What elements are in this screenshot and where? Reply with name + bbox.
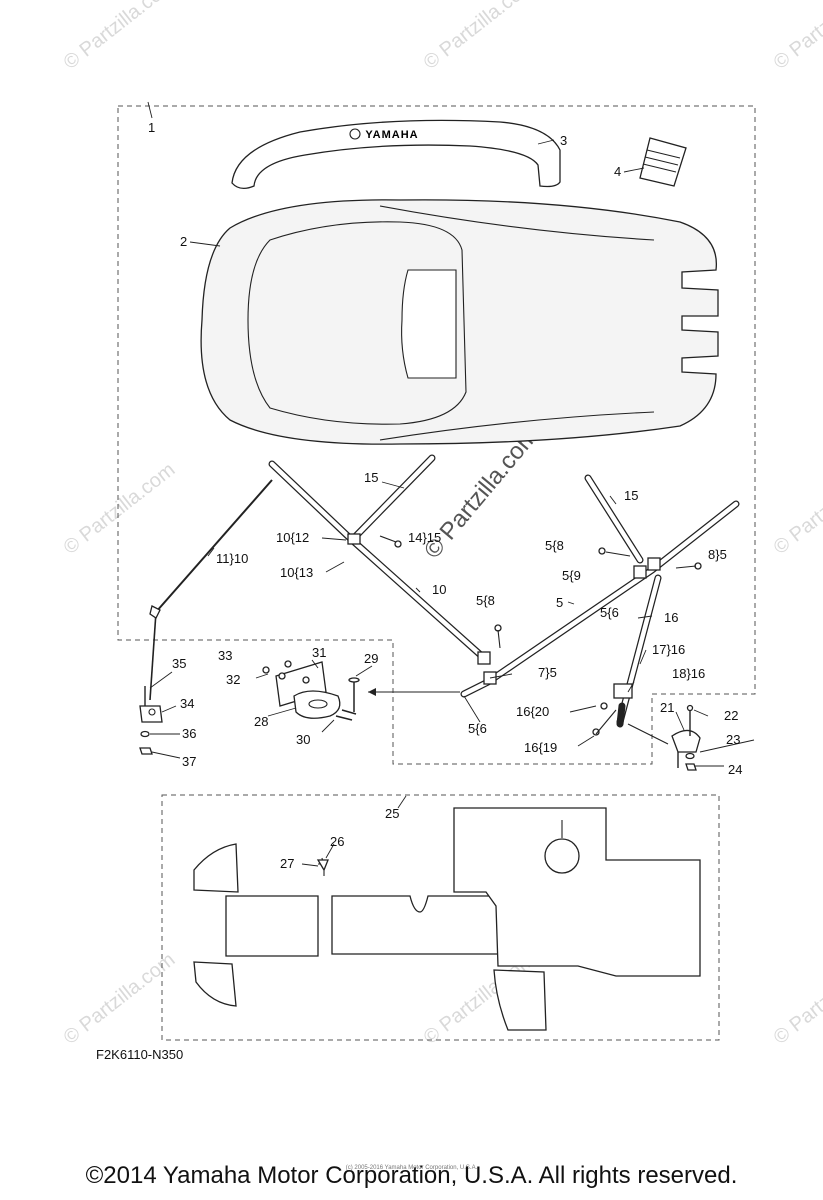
watermark-text: © Partzilla.com <box>770 459 823 559</box>
callout-16-19: 16{19 <box>524 740 557 755</box>
copyright-notice: ©2014 Yamaha Motor Corporation, U.S.A. A… <box>85 1162 738 1189</box>
callout-33: 33 <box>218 648 232 663</box>
left-bracket-detail <box>139 686 163 755</box>
callout-37: 37 <box>182 754 196 769</box>
callout-30: 30 <box>296 732 310 747</box>
callout-23: 23 <box>726 732 740 747</box>
watermark-text: © Partzilla.com <box>60 459 180 559</box>
part-5-frame-pole <box>460 474 740 728</box>
callout-28: 28 <box>254 714 268 729</box>
callout-21: 21 <box>660 700 674 715</box>
callout-24: 24 <box>728 762 742 777</box>
callout-17-16: 17}16 <box>652 642 685 657</box>
callout-labels: 1 3 4 2 15 15 11}10 10{12 10{13 14}15 10… <box>148 120 742 871</box>
callout-15-right: 15 <box>624 488 638 503</box>
callout-14-15: 14}15 <box>408 530 441 545</box>
callout-25: 25 <box>385 806 399 821</box>
part-4-label-tag <box>639 137 687 187</box>
callout-11-10: 11}10 <box>216 551 248 566</box>
callout-26: 26 <box>330 834 344 849</box>
callout-2: 2 <box>180 234 187 249</box>
callout-5: 5 <box>556 595 563 610</box>
callout-35: 35 <box>172 656 186 671</box>
callout-27: 27 <box>280 856 294 871</box>
callout-7-5: 7}5 <box>538 665 557 680</box>
callout-10-13: 10{13 <box>280 565 313 580</box>
callout-32: 32 <box>226 672 240 687</box>
cover-assembly-boundary <box>117 105 756 765</box>
callout-16: 16 <box>664 610 678 625</box>
part-25-deck-mats <box>193 807 701 1031</box>
mat-assembly-boundary <box>161 794 720 1041</box>
arrow-icon <box>368 688 376 696</box>
callout-10-12: 10{12 <box>276 530 309 545</box>
callout-31: 31 <box>312 645 326 660</box>
watermark-text: © Partzilla.com <box>60 949 180 1049</box>
part-11-rear-pole <box>149 479 273 701</box>
diagram-code-label: F2K6110-N350 <box>96 1047 184 1062</box>
callout-34: 34 <box>180 696 194 711</box>
callout-3: 3 <box>560 133 567 148</box>
callout-10: 10 <box>432 582 446 597</box>
watermark-text: © Partzilla.com <box>770 949 823 1049</box>
callout-15-left: 15 <box>364 470 378 485</box>
watermark-text: © Partzilla.com <box>770 0 823 74</box>
right-bracket-detail <box>627 704 701 771</box>
callout-29: 29 <box>364 651 378 666</box>
part-10-frame-pole <box>268 454 491 665</box>
callout-8-5: 8}5 <box>708 547 727 562</box>
callout-36: 36 <box>182 726 196 741</box>
yamaha-logo-text: YAMAHA <box>365 129 418 141</box>
part-3-cover-band: YAMAHA <box>231 119 561 190</box>
callout-5-6-upper: 5{6 <box>600 605 619 620</box>
part-2-boat-cover <box>200 199 719 445</box>
watermark-text: © Partzilla.com <box>420 0 540 74</box>
watermark-text: © Partzilla.com <box>60 0 180 74</box>
callout-18-16: 18}16 <box>672 666 705 681</box>
frame-fasteners <box>379 535 702 736</box>
callout-16-20: 16{20 <box>516 704 549 719</box>
hinge-mount-detail <box>262 660 460 721</box>
leader-lines <box>147 101 755 867</box>
callout-1: 1 <box>148 120 155 135</box>
callout-5-6-lower: 5{6 <box>468 721 487 736</box>
callout-5-8-top: 5{8 <box>545 538 564 553</box>
callout-5-8-lower: 5{8 <box>476 593 495 608</box>
callout-5-9: 5{9 <box>562 568 581 583</box>
fine-print-credit: (c) 2005-2016 Yamaha Motor Corporation, … <box>345 1165 478 1171</box>
yamaha-emblem-icon <box>349 128 361 140</box>
callout-22: 22 <box>724 708 738 723</box>
callout-4: 4 <box>614 164 621 179</box>
